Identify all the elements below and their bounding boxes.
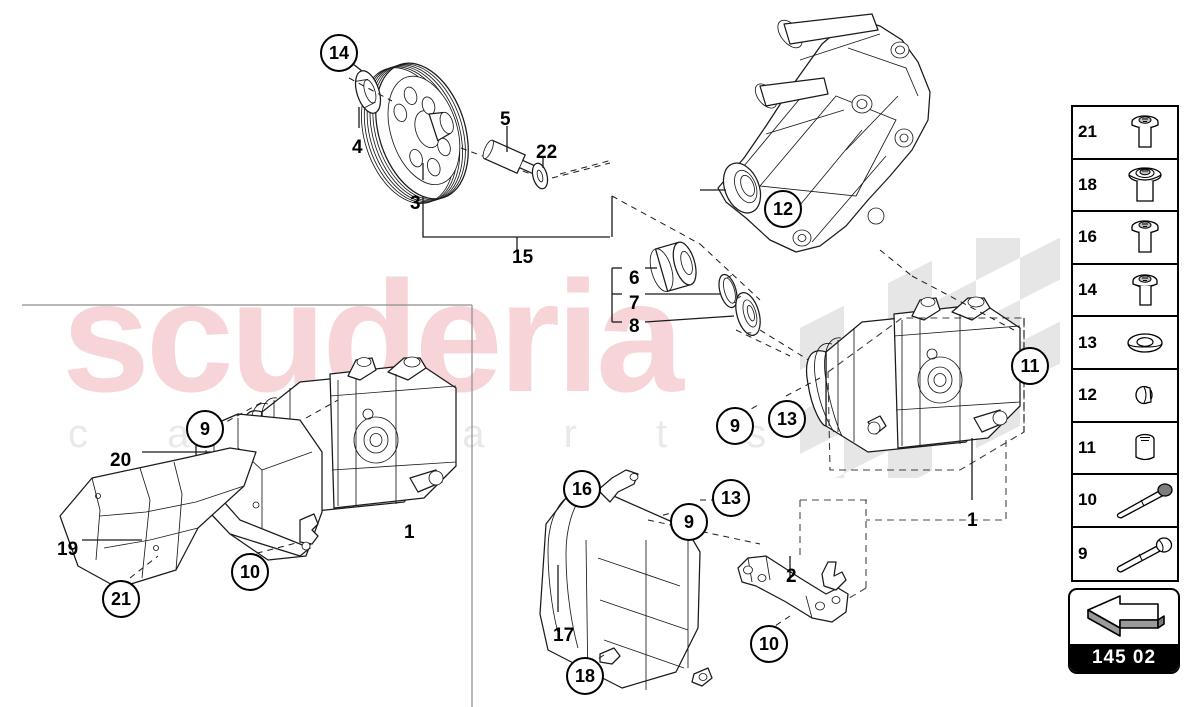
label-6: 6 <box>629 268 640 289</box>
compressor-left <box>241 356 457 513</box>
label-20: 20 <box>110 450 132 471</box>
small-ring-icon <box>1112 370 1177 421</box>
label-8: 8 <box>629 316 640 337</box>
legend-row[interactable]: 16 <box>1073 212 1177 265</box>
legend-row[interactable]: 10 <box>1073 475 1177 528</box>
legend-row[interactable]: 11 <box>1073 423 1177 476</box>
rivet-wide-flange-icon <box>1112 160 1177 211</box>
arrow-3d-icon <box>1070 590 1178 644</box>
label-15: 15 <box>512 247 534 268</box>
label-2: 2 <box>786 566 797 587</box>
callout-21[interactable]: 21 <box>102 580 140 618</box>
legend-number: 11 <box>1078 437 1096 457</box>
callout-12[interactable]: 12 <box>764 190 802 228</box>
label-7: 7 <box>629 293 640 314</box>
label-17: 17 <box>553 625 575 646</box>
diagram-reference-number: 145 02 <box>1070 644 1178 672</box>
legend-number: 12 <box>1078 385 1097 405</box>
callout-10-lower[interactable]: 10 <box>750 625 788 663</box>
washer-ring-icon <box>1112 317 1177 368</box>
mounting-bracket-12 <box>700 13 931 253</box>
callout-9-middle[interactable]: 9 <box>716 407 754 445</box>
bolt-icon <box>1112 528 1177 581</box>
callout-10-left[interactable]: 10 <box>231 553 269 591</box>
callout-9-lower[interactable]: 9 <box>670 503 708 541</box>
callout-9-left[interactable]: 9 <box>186 410 224 448</box>
legend-number: 10 <box>1078 490 1097 510</box>
rivet-flange-icon <box>1112 265 1177 316</box>
callout-13-upper[interactable]: 13 <box>768 400 806 438</box>
legend-number: 13 <box>1078 332 1097 352</box>
parts-legend-table: 21 18 <box>1071 105 1179 583</box>
label-19: 19 <box>57 539 79 560</box>
bracket-20 <box>142 413 323 561</box>
legend-row[interactable]: 14 <box>1073 265 1177 318</box>
long-bolt-icon <box>1112 475 1177 526</box>
rivet-flange-icon <box>1112 107 1177 158</box>
bracket-2 <box>737 440 1007 629</box>
legend-row[interactable]: 18 <box>1073 160 1177 213</box>
legend-number: 16 <box>1078 227 1097 247</box>
watermark-scuderia: scuderia <box>62 249 684 425</box>
legend-row[interactable]: 9 <box>1073 528 1177 581</box>
label-1-right: 1 <box>967 510 978 531</box>
legend-row[interactable]: 21 <box>1073 107 1177 160</box>
compressor-right <box>805 296 1025 500</box>
callout-16[interactable]: 16 <box>563 470 601 508</box>
callout-13-lower[interactable]: 13 <box>712 479 750 517</box>
callout-14[interactable]: 14 <box>320 34 358 72</box>
legend-row[interactable]: 13 <box>1073 317 1177 370</box>
pulley-assembly <box>343 56 611 252</box>
legend-row[interactable]: 12 <box>1073 370 1177 423</box>
label-1-left: 1 <box>404 522 415 543</box>
label-5: 5 <box>500 109 511 130</box>
legend-number: 9 <box>1078 544 1088 564</box>
watermark-carparts: c a r p a r t s <box>68 412 801 456</box>
callout-11[interactable]: 11 <box>1011 347 1049 385</box>
legend-number: 21 <box>1078 122 1097 142</box>
legend-number: 14 <box>1078 280 1097 300</box>
rivet-flange-icon <box>1112 212 1177 263</box>
callout-18[interactable]: 18 <box>566 657 604 695</box>
label-3: 3 <box>410 193 421 214</box>
diagram-reference-box[interactable]: 145 02 <box>1068 588 1180 674</box>
legend-number: 18 <box>1078 174 1097 194</box>
label-4: 4 <box>352 137 363 158</box>
label-22: 22 <box>536 142 558 163</box>
sleeve-bushing-icon <box>1112 423 1177 474</box>
